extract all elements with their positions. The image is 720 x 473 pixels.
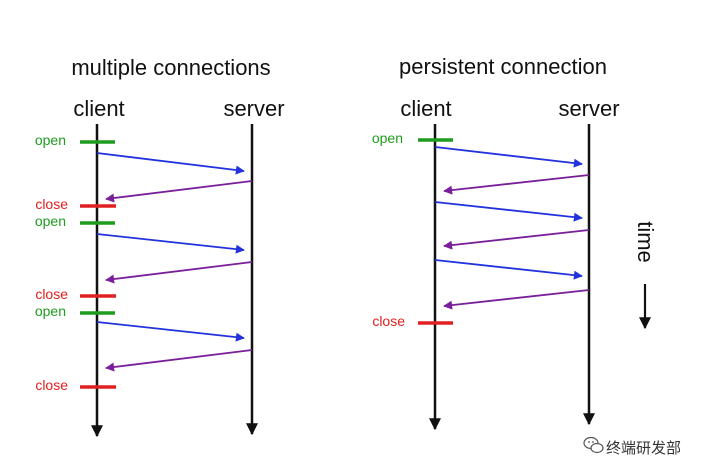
close-label: close — [35, 286, 68, 302]
close-label: close — [35, 377, 68, 393]
response-arrow — [443, 174, 590, 195]
wechat-logo-icon — [583, 436, 604, 454]
open-label: open — [35, 213, 66, 229]
request-arrow — [96, 233, 245, 254]
response-arrow — [105, 180, 253, 203]
time-label: time — [633, 221, 658, 263]
persistent-connection-diagram: persistent connection client server open… — [372, 54, 620, 431]
request-arrow — [96, 152, 245, 175]
watermark: 终端研发部 — [583, 436, 681, 457]
watermark-text: 终端研发部 — [606, 440, 681, 457]
close-label: close — [372, 313, 405, 329]
response-arrow — [443, 229, 590, 250]
time-indicator: time — [633, 221, 658, 330]
response-arrow — [443, 289, 590, 310]
server-label: server — [558, 96, 619, 121]
request-arrow — [434, 146, 583, 168]
response-arrow — [105, 349, 253, 372]
request-arrow — [96, 321, 245, 342]
server-label: server — [223, 96, 284, 121]
client-label: client — [400, 96, 451, 121]
open-label: open — [35, 303, 66, 319]
multiple-connections-diagram: multiple connections client server open … — [35, 55, 285, 438]
request-arrow — [434, 201, 583, 222]
open-label: open — [35, 132, 66, 148]
diagram-title: persistent connection — [399, 54, 607, 79]
response-arrow — [105, 261, 253, 284]
request-arrow — [434, 259, 583, 280]
client-label: client — [73, 96, 124, 121]
diagram-title: multiple connections — [71, 55, 270, 80]
close-label: close — [35, 196, 68, 212]
open-label: open — [372, 130, 403, 146]
